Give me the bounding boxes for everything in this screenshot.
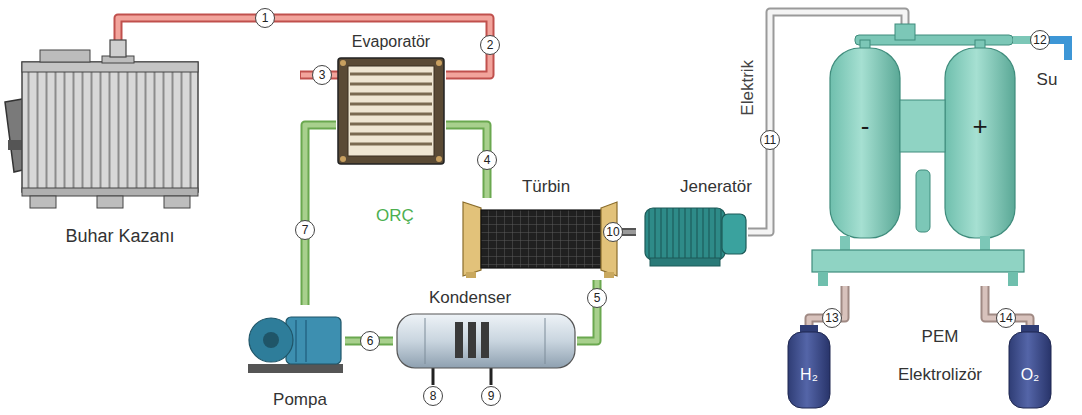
orc-fluid-pipe: [305, 125, 336, 305]
condenser-node: Kondenser: [393, 312, 577, 370]
oxygen-tank-node: O₂: [1007, 326, 1053, 410]
pump-node: Pompa: [245, 305, 345, 377]
condenser-unit: [397, 314, 575, 385]
callout-number: 14: [996, 308, 1016, 328]
electrolyzer-node: PEM Elektrolizör-+: [805, 24, 1027, 286]
pipe-outline: [305, 125, 336, 305]
evaporator-unit: [338, 58, 444, 164]
cycle-label: ORÇ: [376, 206, 414, 226]
component-label: Buhar Kazanı: [65, 226, 174, 247]
pipe-core: [305, 125, 336, 305]
evaporator-node: Evaporatör: [336, 56, 446, 166]
component-label: Evaporatör: [352, 33, 430, 51]
callout-number: 10: [603, 222, 623, 242]
callout-number: 1: [255, 8, 275, 28]
hydrogen-tank: [788, 325, 830, 408]
polarity-sign: +: [972, 112, 987, 142]
component-label: PEM Elektrolizör: [880, 318, 1000, 394]
inlet-label: Su: [1037, 70, 1058, 90]
generator-unit: [645, 208, 746, 266]
pump-unit: [248, 317, 343, 373]
callout-number: 4: [477, 150, 497, 170]
component-label: Kondenser: [429, 288, 511, 308]
oxygen-tank: [1009, 325, 1051, 408]
callout-number: 7: [295, 220, 315, 240]
component-label: Pompa: [273, 390, 327, 410]
callout-number: 3: [312, 65, 332, 85]
callout-number: 13: [822, 308, 842, 328]
cable-label: Elektrik: [738, 60, 758, 116]
steam-boiler: [5, 40, 198, 208]
turbine-node: Türbin: [462, 198, 617, 280]
steam-boiler-node: Buhar Kazanı: [10, 40, 215, 212]
callout-number: 8: [423, 386, 443, 406]
pem-electrolyzer-unit: [812, 24, 1024, 286]
callout-number: 12: [1030, 30, 1050, 50]
tank-label: H₂: [800, 366, 818, 384]
callout-number: 2: [480, 35, 500, 55]
callout-number: 9: [481, 386, 501, 406]
component-label: Jeneratör: [680, 177, 752, 197]
callout-number: 5: [587, 288, 607, 308]
polarity-sign: -: [861, 112, 870, 142]
callout-number: 11: [760, 130, 780, 150]
tank-label: O₂: [1021, 366, 1040, 384]
component-label: Türbin: [522, 177, 570, 197]
callout-number: 6: [360, 331, 380, 351]
generator-node: Jeneratör: [636, 203, 748, 267]
hydrogen-tank-node: H₂: [786, 326, 832, 410]
turbine-unit: [463, 202, 617, 278]
